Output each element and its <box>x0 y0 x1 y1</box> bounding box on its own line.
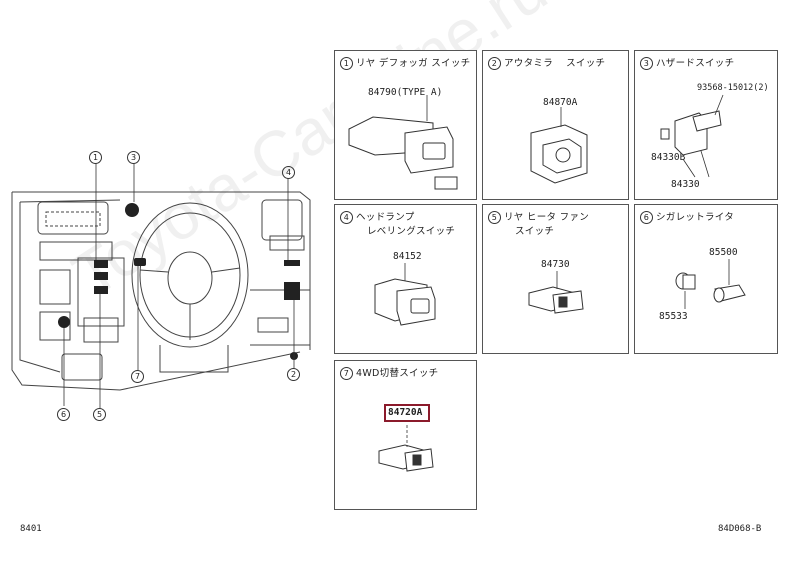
part-number-84870A: 84870A <box>543 97 578 108</box>
panel-number: 5 <box>488 211 501 224</box>
cigarette-lighter-drawing <box>675 259 746 309</box>
dashboard-overview-drawing <box>11 164 311 408</box>
callout-2: 2 <box>287 368 300 381</box>
part-number-85500: 85500 <box>709 247 738 258</box>
panel-title-line2: スイッチ <box>515 226 555 237</box>
panel-number: 2 <box>488 57 501 70</box>
4wd-switch-drawing <box>378 425 434 472</box>
callout-3: 3 <box>127 151 140 164</box>
panel-title: 4WD切替スイッチ <box>356 368 439 379</box>
panel-number: 6 <box>640 211 653 224</box>
panel-title: シガレットライタ <box>656 212 735 223</box>
highlight-box <box>384 404 430 422</box>
part-number-84330B: 84330B <box>651 152 686 163</box>
panel-title: アウタミラ スイッチ <box>504 58 606 69</box>
callout-5: 5 <box>93 408 106 421</box>
panel-title: リヤ デフォッガ スイッチ <box>356 58 471 69</box>
part-number-84152: 84152 <box>393 251 422 262</box>
panel-title: リヤ ヒータ ファン <box>504 212 590 223</box>
panel-number: 1 <box>340 57 353 70</box>
part-number-85533: 85533 <box>659 311 688 322</box>
part-number-93568: 93568-15012(2) <box>697 83 769 93</box>
panel-number: 4 <box>340 211 353 224</box>
panel-title: ヘッドランプ <box>356 212 415 223</box>
part-number-84730: 84730 <box>541 259 570 270</box>
callout-7: 7 <box>131 370 144 383</box>
rear-defogger-switch-drawing <box>348 95 458 190</box>
panel-title: ハザードスイッチ <box>656 58 735 69</box>
part-number-84790: 84790(TYPE A) <box>368 87 443 98</box>
rear-heater-fan-switch-drawing <box>528 271 584 314</box>
hazard-switch-drawing <box>660 94 724 178</box>
footer-left-code: 8401 <box>20 524 42 534</box>
part-number-84720A: 84720A <box>388 407 423 418</box>
part-number-84330: 84330 <box>671 179 700 190</box>
callout-6: 6 <box>57 408 70 421</box>
footer-right-code: 84D068-B <box>718 524 762 534</box>
callout-4: 4 <box>282 166 295 179</box>
panel-title-line2: レベリングスイッチ <box>367 226 456 237</box>
panel-number: 3 <box>640 57 653 70</box>
outer-mirror-switch-drawing <box>530 107 588 184</box>
panel-number: 7 <box>340 367 353 380</box>
callout-1: 1 <box>89 151 102 164</box>
headlamp-leveling-switch-drawing <box>374 263 436 326</box>
